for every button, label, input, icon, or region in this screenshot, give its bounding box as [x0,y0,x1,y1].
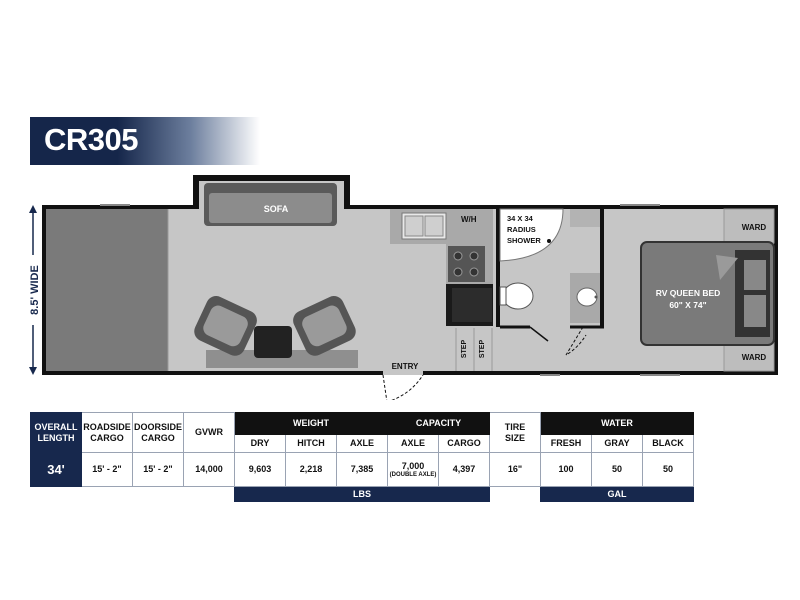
hitch-value: 2,218 [285,452,337,487]
lbs-unit: LBS [234,486,490,502]
gvwr-value: 14,000 [183,452,235,487]
stove [448,246,485,282]
armchair-left [194,296,257,356]
ward-bottom-label: WARD [742,353,767,362]
ramp-door [46,209,168,371]
fresh-label: FRESH [540,434,592,453]
cargo-label: CARGO [438,434,490,453]
bathroom-wall [496,209,500,327]
shower-label-1: 34 X 34 [507,214,534,223]
gvwr-label: GVWR [183,412,235,453]
fresh-value: 100 [540,452,592,487]
bed-label-2: 60" X 74" [669,300,706,310]
gray-label: GRAY [591,434,643,453]
entry-label: ENTRY [392,362,419,371]
gal-unit: GAL [540,486,694,502]
cargo-value: 4,397 [438,452,490,487]
water-header: WATER [540,412,694,435]
black-value: 50 [642,452,694,487]
model-banner: CR305 [30,117,260,165]
entry-door [383,371,423,375]
overall-length-value: 34' [30,452,82,487]
toilet [502,282,534,310]
roadside-cargo-value: 15' - 2" [81,452,133,487]
armchair-right [293,296,356,356]
side-table [254,326,292,358]
weight-header: WEIGHT [234,412,388,435]
dry-label: DRY [234,434,286,453]
water-heater-label: W/H [461,215,477,224]
tire-size-value: 16" [489,452,541,487]
step-label-1: STEP [461,340,468,359]
sofa-label: SOFA [264,204,289,214]
capacity-axle-label: AXLE [387,434,439,453]
shower-label-2: RADIUS [507,225,536,234]
wardrobe-top [723,208,775,244]
ward-top-label: WARD [742,223,767,232]
dry-value: 9,603 [234,452,286,487]
width-label: 8.5' WIDE [29,265,41,315]
axle-label: AXLE [336,434,388,453]
capacity-axle-value: 7,000(DOUBLE AXLE) [387,452,439,487]
rug [206,350,358,368]
shower-label-3: SHOWER [507,236,541,245]
step-label-2: STEP [479,340,486,359]
model-title: CR305 [44,122,139,157]
hitch-label: HITCH [285,434,337,453]
shower [499,208,564,262]
doorside-cargo-value: 15' - 2" [132,452,184,487]
bed-label-1: RV QUEEN BED [656,288,721,298]
floorplan: 8.5' WIDE SOFA W/H STEP STEP 34 X 34 RAD… [27,175,778,400]
capacity-header: CAPACITY [387,412,490,435]
axle-value: 7,385 [336,452,388,487]
black-label: BLACK [642,434,694,453]
gray-value: 50 [591,452,643,487]
